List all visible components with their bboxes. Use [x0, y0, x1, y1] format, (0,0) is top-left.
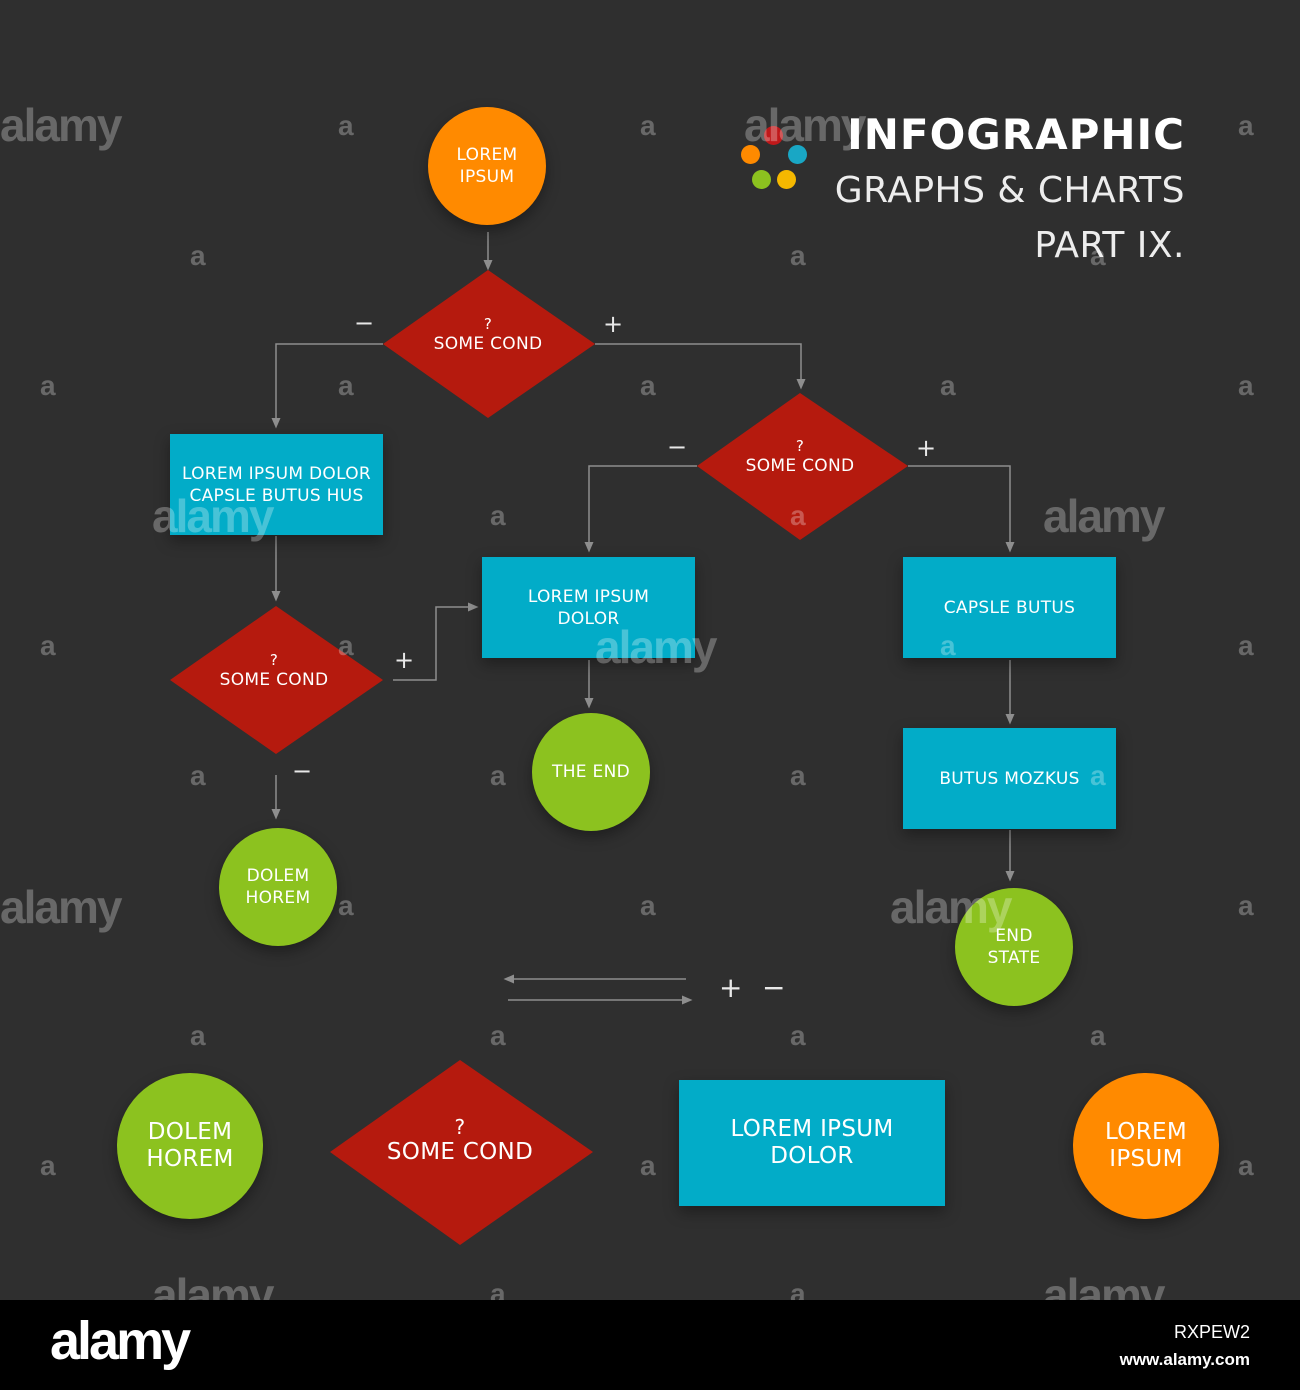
legend-plus-sign: +	[719, 971, 743, 1004]
legend-minus-sign: −	[762, 971, 786, 1004]
watermark-letter: a	[40, 370, 56, 401]
end-left-circle	[219, 828, 337, 946]
cond-right-label: SOME COND	[745, 456, 855, 476]
legend-diamond	[330, 1060, 593, 1245]
watermark: alamy	[0, 99, 122, 151]
title-line-2: GRAPHS & CHARTS	[834, 170, 1185, 211]
watermark: alamy	[890, 881, 1012, 933]
title-line-1: INFOGRAPHIC	[847, 110, 1185, 159]
end-middle-label: THE END	[552, 762, 630, 782]
watermark-letter: a	[40, 630, 56, 661]
box-left: LOREM IPSUM DOLOR CAPSLE BUTUS HUS	[170, 434, 383, 535]
logo-dot-red-icon	[764, 126, 783, 145]
watermark-letter: a	[338, 630, 354, 661]
footer-logo: alamy	[50, 1311, 191, 1371]
watermark-letter: a	[640, 1150, 656, 1181]
watermark-letter: a	[1090, 240, 1106, 271]
watermark-letter: a	[190, 760, 206, 791]
cond-left-label: SOME COND	[219, 670, 329, 690]
watermark-letter: a	[790, 500, 806, 531]
watermark-letter: a	[640, 370, 656, 401]
watermark-letter: a	[1090, 760, 1106, 791]
cond-top-label: SOME COND	[433, 334, 543, 354]
watermark-letter: a	[490, 1020, 506, 1051]
box-middle: LOREM IPSUM DOLOR	[482, 557, 695, 658]
cond-left-text: ? SOME COND	[186, 636, 362, 706]
watermark-letter: a	[338, 370, 354, 401]
legend-diamond-label: SOME COND	[386, 1138, 534, 1165]
legend-diamond-question-mark: ?	[454, 1114, 466, 1139]
infographic-canvas: INFOGRAPHIC GRAPHS & CHARTS PART IX. LOR…	[0, 99, 1254, 1321]
watermark-letter: a	[1238, 370, 1254, 401]
cond-right-text: ? SOME COND	[712, 422, 888, 492]
end-middle-circle	[532, 713, 650, 831]
watermark: alamy	[744, 99, 866, 151]
cond-right-minus-sign: −	[667, 433, 688, 461]
watermark-letter: a	[1238, 630, 1254, 661]
cond-top-plus-sign: +	[603, 310, 624, 338]
footer-url: www.alamy.com	[1119, 1350, 1250, 1369]
box-right: CAPSLE BUTUS	[903, 557, 1116, 658]
end-right-circle	[955, 888, 1073, 1006]
watermark-letter: a	[338, 110, 354, 141]
end-right-label: END STATE	[987, 926, 1041, 968]
connector-cond-right-minus	[584, 465, 697, 553]
box-right-lower: BUTUS MOZKUS	[903, 728, 1116, 829]
diamond-cond-left	[170, 606, 383, 754]
watermark: alamy	[0, 881, 122, 933]
connector-cond-right-plus	[908, 465, 1015, 553]
title-line-3: PART IX.	[1034, 225, 1185, 266]
footer-bar: alamy RXPEW2 www.alamy.com	[0, 1300, 1300, 1390]
watermark: alamy	[152, 490, 274, 542]
watermark-letter: a	[190, 1020, 206, 1051]
watermark-letter: a	[640, 890, 656, 921]
legend-rect: LOREM IPSUM DOLOR	[679, 1080, 945, 1206]
diamond-cond-right	[697, 393, 908, 540]
watermark-letter: a	[40, 1150, 56, 1181]
cond-top-minus-sign: −	[354, 309, 375, 337]
logo-dot-orange-icon	[741, 145, 760, 164]
diamond-cond-top	[383, 270, 595, 418]
watermark-letter: a	[1238, 110, 1254, 141]
start-circle	[428, 107, 546, 225]
cond-left-minus-sign: −	[292, 757, 313, 785]
watermark-letter: a	[338, 890, 354, 921]
watermark-letter: a	[1238, 1150, 1254, 1181]
logo-dot-yellow-icon	[777, 170, 796, 189]
watermark-letter: a	[790, 760, 806, 791]
watermark-letter: a	[490, 500, 506, 531]
connector-cond-top-plus	[595, 343, 806, 390]
cond-left-question-mark: ?	[269, 651, 279, 669]
cond-top-question-mark: ?	[483, 315, 493, 333]
start-circle-label: LOREM IPSUM	[456, 145, 518, 187]
end-left-label: DOLEM HOREM	[245, 866, 311, 908]
cond-top-text: ? SOME COND	[400, 300, 576, 370]
logo-dot-blue-icon	[788, 145, 807, 164]
connector-cond-top-minus	[271, 343, 383, 429]
footer-image-code: RXPEW2	[1173, 1322, 1250, 1342]
watermark-letter: a	[490, 760, 506, 791]
legend-circle-green	[117, 1073, 263, 1219]
watermark-letter: a	[1090, 1020, 1106, 1051]
watermark-letter: a	[190, 240, 206, 271]
cond-left-plus-sign: +	[394, 646, 415, 674]
watermark-letter: a	[940, 630, 956, 661]
logo-dot-green-icon	[752, 170, 771, 189]
watermark-letter: a	[640, 110, 656, 141]
watermark: alamy	[595, 621, 717, 673]
legend-circle-green-label: DOLEM HOREM	[146, 1119, 234, 1172]
legend-diamond-text: ? SOME COND	[370, 1095, 550, 1185]
legend-circle-orange	[1073, 1073, 1219, 1219]
watermark-letter: a	[790, 1020, 806, 1051]
cond-right-question-mark: ?	[795, 437, 805, 455]
connector-cond-left-plus	[393, 602, 479, 681]
watermark-letter: a	[790, 240, 806, 271]
legend-circle-orange-label: LOREM IPSUM	[1105, 1119, 1187, 1172]
watermark-letter: a	[940, 370, 956, 401]
watermark: alamy	[1043, 490, 1165, 542]
connector-layer	[170, 232, 1015, 1245]
cond-right-plus-sign: +	[916, 434, 937, 462]
watermark-letter: a	[1238, 890, 1254, 921]
